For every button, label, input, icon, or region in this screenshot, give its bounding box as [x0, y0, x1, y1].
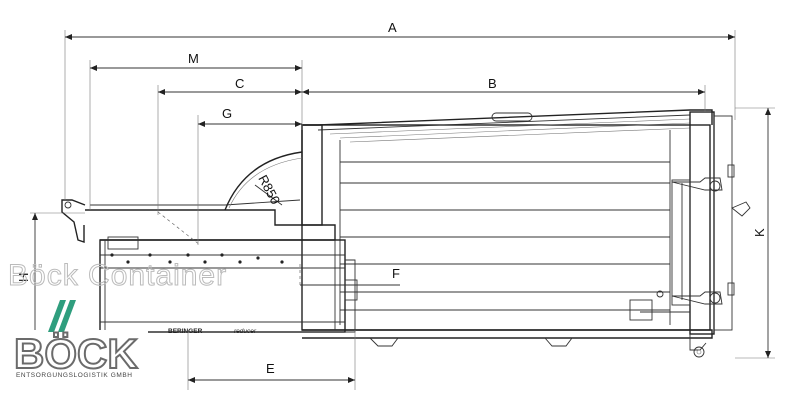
dim-label-e: E	[266, 361, 275, 376]
watermark-text: Böck Container	[8, 259, 227, 292]
dim-label-h: H	[16, 273, 31, 282]
dim-label-r850: R850	[255, 172, 283, 206]
company-logo: BÖCK ENTSORGUNGSLOGISTIK GMBH	[13, 300, 148, 379]
dim-label-b: B	[488, 76, 497, 91]
dim-label-a: A	[388, 20, 397, 35]
logo-accent-mark	[48, 300, 66, 332]
plate-model: reducer	[234, 328, 257, 335]
rear-door	[629, 111, 751, 358]
compactor-unit	[61, 124, 358, 333]
dim-label-g: G	[222, 106, 232, 121]
plate-brand: BERINGER	[168, 328, 203, 335]
container-body	[301, 109, 713, 347]
logo-subtitle: ENTSORGUNGSLOGISTIK GMBH	[16, 372, 133, 379]
dim-label-c: C	[235, 76, 244, 91]
dim-label-f: F	[392, 266, 400, 281]
dim-label-m: M	[188, 51, 199, 66]
dim-label-k: K	[752, 228, 767, 237]
logo-word: BÖCK	[14, 330, 138, 377]
rivet-row	[110, 253, 284, 264]
